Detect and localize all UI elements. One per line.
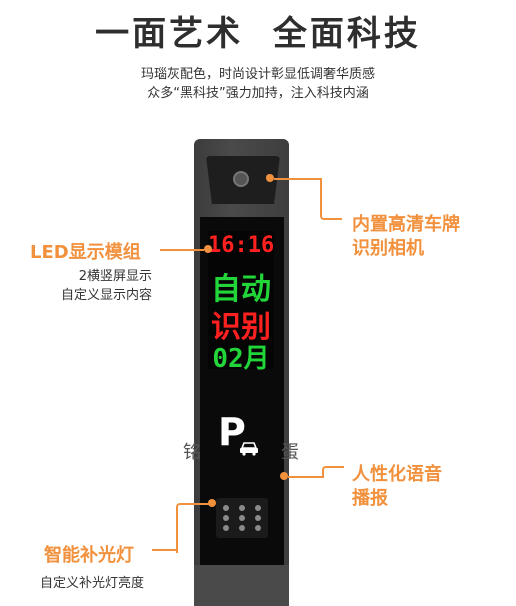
- led-display: [208, 231, 274, 369]
- car-icon: [240, 442, 258, 456]
- ghost-text-right: 蛋: [281, 442, 299, 463]
- fill-light-dot: [239, 515, 245, 521]
- led-anchor-dot: [204, 245, 212, 253]
- voice-callout-title-1: 人性化语音: [352, 464, 442, 485]
- fill-light-dot: [255, 515, 261, 521]
- camera-anchor-dot: [266, 174, 274, 182]
- headline: 一面艺术 全面科技: [95, 14, 421, 54]
- camera-connector: [274, 178, 322, 180]
- light-callout-title: 智能补光灯: [44, 545, 134, 566]
- ghost-text-left: 铭: [183, 442, 201, 463]
- fill-light-panel: [216, 498, 268, 538]
- subtitle-line-1: 玛瑙灰配色，时尚设计彰显低调奢华质感: [140, 67, 375, 82]
- camera-lens-icon: [233, 171, 249, 187]
- led-line-recognize: 识别: [211, 310, 271, 345]
- camera-callout-title-2: 识别相机: [352, 238, 424, 259]
- fill-light-dot: [223, 515, 229, 521]
- voice-callout-title-2: 播报: [352, 488, 388, 509]
- fill-light-dot: [223, 525, 229, 531]
- led-line-time: 16:16: [208, 233, 275, 258]
- led-callout-desc-1: 2横竖屏显示: [78, 269, 152, 284]
- led-line-month: 02月: [212, 344, 270, 374]
- fill-light-dot: [223, 505, 229, 511]
- fill-light-dot: [255, 505, 261, 511]
- light-connector-end: [152, 549, 178, 551]
- voice-connector: [288, 466, 324, 478]
- led-connector: [160, 249, 204, 251]
- pole-base: [194, 565, 289, 606]
- light-callout-desc: 自定义补光灯亮度: [39, 576, 144, 591]
- light-anchor-dot: [208, 499, 216, 507]
- subtitle-line-2: 众多“黑科技”强力加持，注入科技内涵: [147, 86, 369, 101]
- voice-connector-bend: [322, 466, 344, 478]
- parking-sign: P: [218, 410, 246, 454]
- led-callout-desc-2: 自定义显示内容: [60, 288, 152, 303]
- camera-callout-title-1: 内置高清车牌: [352, 214, 460, 235]
- led-line-auto: 自动: [211, 272, 271, 307]
- fill-light-dot: [239, 505, 245, 511]
- voice-anchor-dot: [280, 472, 288, 480]
- led-callout-title: LED显示模组: [30, 242, 141, 263]
- fill-light-dot: [255, 525, 261, 531]
- light-connector: [176, 503, 212, 553]
- fill-light-dot: [239, 525, 245, 531]
- camera-connector-bend: [320, 178, 342, 220]
